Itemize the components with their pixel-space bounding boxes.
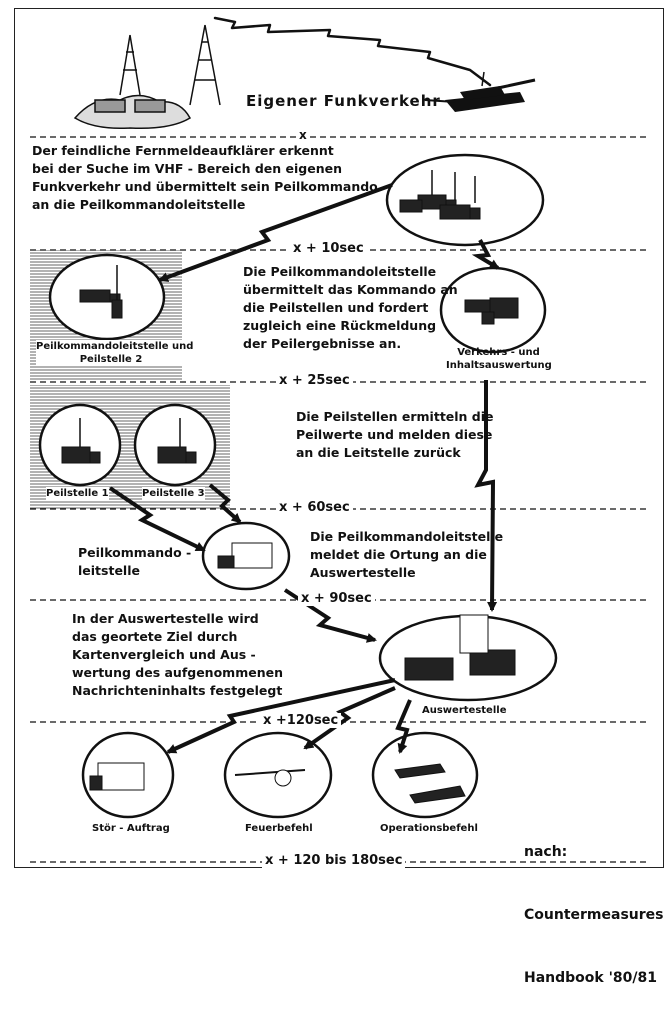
p5-line: Nachrichteninhalts festgelegt <box>72 683 283 698</box>
own-tank-icon <box>424 71 536 112</box>
time-120-180sec: x + 120 bis 180sec <box>262 853 406 868</box>
recon-vehicles-ellipse <box>385 153 545 247</box>
time-120sec: x +120sec <box>260 713 342 728</box>
label-peilkommandoleitstelle-2: Peilkommandoleitstelle und Peilstelle 2 <box>36 340 194 366</box>
label-stoer-auftrag: Stör - Auftrag <box>92 823 170 834</box>
p2-line: der Peilergebnisse an. <box>243 336 402 351</box>
time-10sec: x + 10sec <box>290 241 367 256</box>
p4-line: Die Peilkommandoleitstelle <box>310 529 504 544</box>
label-leitstelle: Peilkommando - leitstelle <box>78 544 191 580</box>
label-line: Peilkommando - <box>78 545 192 560</box>
label-line: Inhaltsauswertung <box>446 360 552 371</box>
time-x: x <box>296 128 310 142</box>
label-feuerbefehl: Feuerbefehl <box>245 823 313 834</box>
paragraph-1: Der feindliche Fernmeldeaufklärer erkenn… <box>32 142 378 214</box>
time-25sec: x + 25sec <box>276 373 353 388</box>
p5-line: In der Auswertestelle wird <box>72 611 259 626</box>
label-operationsbefehl: Operationsbefehl <box>380 823 478 834</box>
p3-line: Peilwerte und melden diese <box>296 427 493 442</box>
time-60sec: x + 60sec <box>276 500 353 515</box>
label-line: Peilstelle 2 <box>79 354 143 365</box>
label-line: Peilkommandoleitstelle und <box>36 341 194 352</box>
vehicle-icons <box>61 170 519 804</box>
label-line: leitstelle <box>78 563 140 578</box>
p5-line: das geortete Ziel durch <box>72 629 238 644</box>
source-line: Handbook '80/81 <box>524 970 657 986</box>
label-peilstelle-1: Peilstelle 1 <box>46 487 109 500</box>
p2-line: zugleich eine Rückmeldung <box>243 318 437 333</box>
p5-line: wertung des aufgenommenen <box>72 665 283 680</box>
source-line: nach: <box>524 844 568 860</box>
p2-line: die Peilstellen und fordert <box>243 300 429 315</box>
p1-line: bei der Suche im VHF - Bereich den eigen… <box>32 161 343 176</box>
p3-line: an die Leitstelle zurück <box>296 445 461 460</box>
p5-line: Kartenvergleich und Aus - <box>72 647 256 662</box>
p3-line: Die Peilstellen ermitteln die <box>296 409 494 424</box>
paragraph-3: Die Peilstellen ermitteln die Peilwerte … <box>296 408 494 462</box>
source-line: Countermeasures <box>524 907 664 923</box>
p1-line: an die Peilkommandoleitstelle <box>32 197 246 212</box>
paragraph-4: Die Peilkommandoleitstelle meldet die Or… <box>310 528 503 582</box>
paragraph-2: Die Peilkommandoleitstelle übermittelt d… <box>243 263 458 353</box>
p1-line: Funkverkehr und übermittelt sein Peilkom… <box>32 179 378 194</box>
p2-line: übermittelt das Kommando an <box>243 282 458 297</box>
paragraph-5: In der Auswertestelle wird das geortete … <box>72 610 283 700</box>
p4-line: Auswertestelle <box>310 565 416 580</box>
radio-signal-path <box>213 16 492 87</box>
p1-line: Der feindliche Fernmeldeaufklärer erkenn… <box>32 143 334 158</box>
label-peilstelle-3: Peilstelle 3 <box>142 487 205 500</box>
source-citation: nach: Countermeasures Handbook '80/81 <box>524 800 663 1010</box>
label-auswertestelle: Auswertestelle <box>422 705 507 716</box>
enemy-recon-site-icon <box>73 24 221 130</box>
time-90sec: x + 90sec <box>298 591 375 606</box>
label-line: Verkehrs - und <box>457 347 540 358</box>
p2-line: Die Peilkommandoleitstelle <box>243 264 437 279</box>
title: Eigener Funkverkehr <box>246 92 441 110</box>
p4-line: meldet die Ortung an die <box>310 547 487 562</box>
peilstelle-3-ellipse <box>133 403 217 487</box>
label-verkehrsauswertung: Verkehrs - und Inhaltsauswertung <box>446 346 552 372</box>
